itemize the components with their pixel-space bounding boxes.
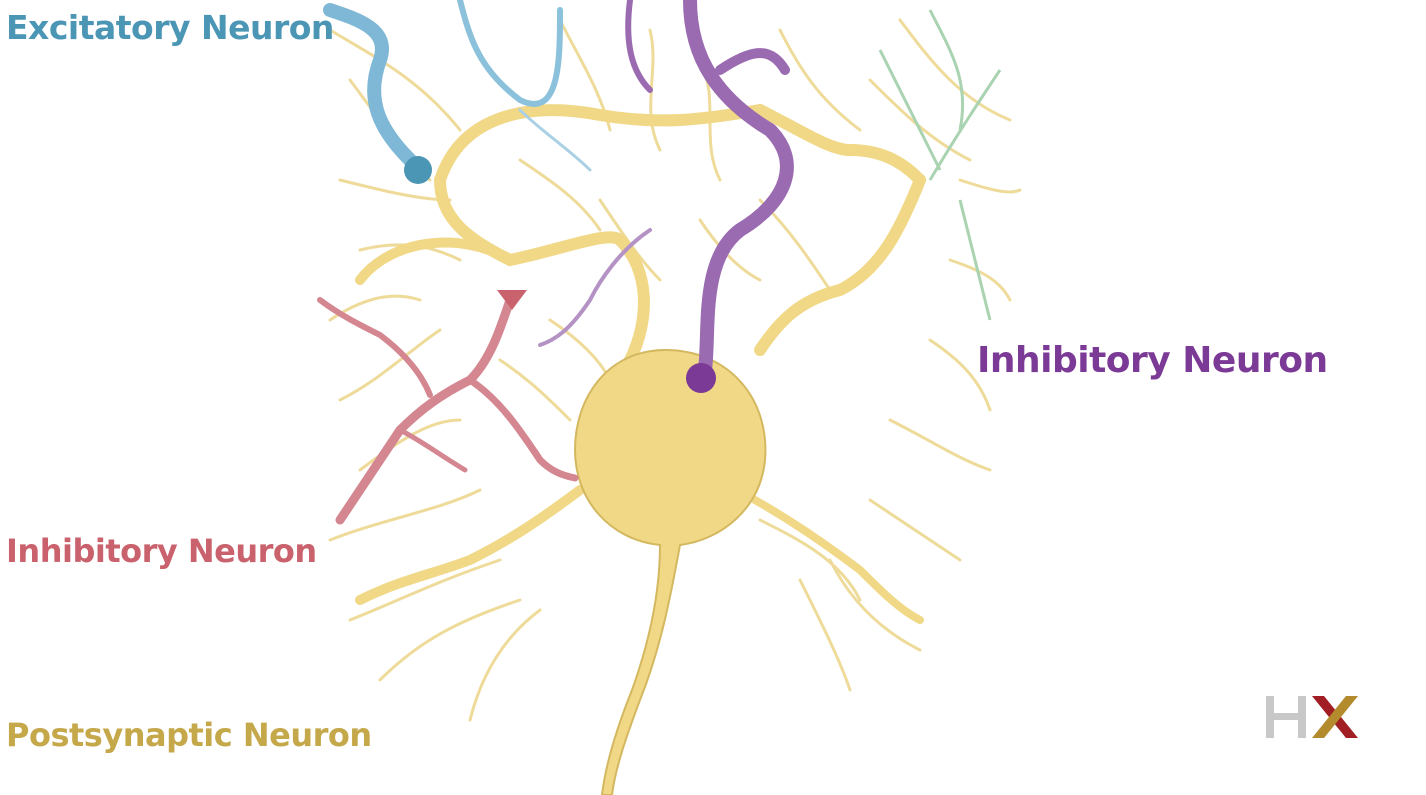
postsynaptic-dendrites (355, 104, 926, 624)
hx-logo (1266, 696, 1358, 738)
green-axon (878, 9, 1002, 321)
excitatory-axon (323, 0, 592, 184)
inhibitory-axon-right (538, 0, 794, 393)
inhibitory-neuron-label-left: Inhibitory Neuron (6, 532, 317, 570)
postsynaptic-neuron-label: Postsynaptic Neuron (6, 716, 372, 754)
excitatory-neuron-label: Excitatory Neuron (6, 8, 334, 47)
postsynaptic-soma (573, 348, 767, 795)
inhibitory-neuron-label-right: Inhibitory Neuron (977, 340, 1328, 381)
inhibitory-axon-left (317, 290, 579, 525)
